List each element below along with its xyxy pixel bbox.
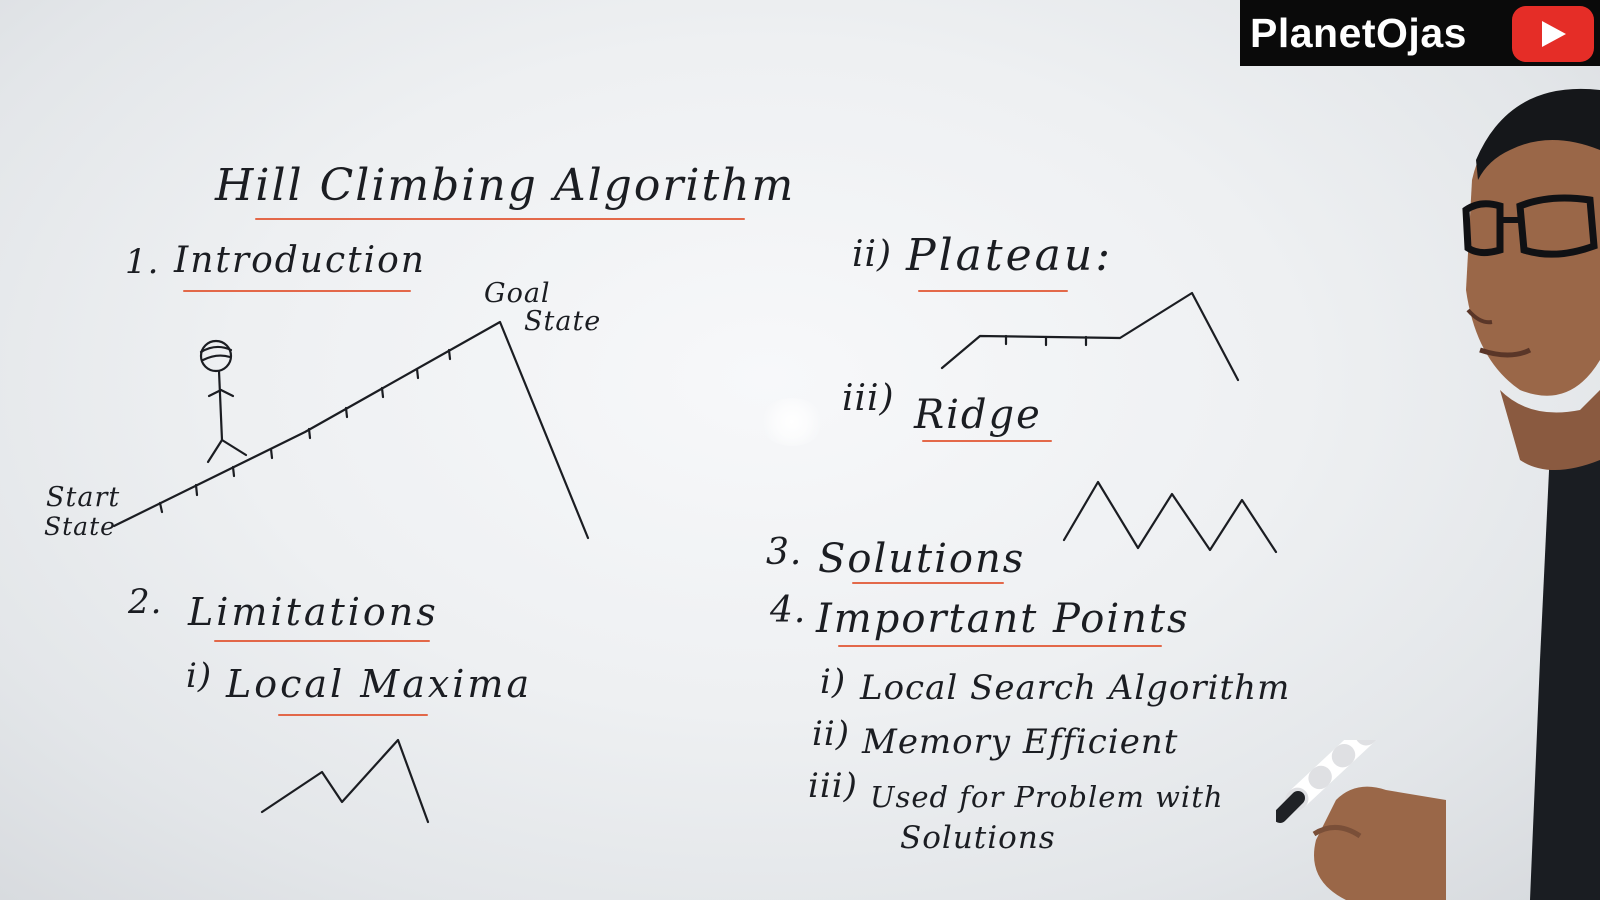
start-label: Start [46,482,121,513]
introduction-heading: Introduction [174,240,426,281]
stick-figure-sketch [199,339,248,464]
point-local-search: Local Search Algorithm [860,668,1291,708]
start-state-label: State [44,512,116,541]
limit-number: iii) [842,378,895,419]
section-number: 2. [128,582,163,622]
point-number: iii) [808,766,858,806]
point-solutions: Solutions [900,820,1056,856]
board-title: Hill Climbing Algorithm [215,160,796,211]
plateau-sketch [940,291,1240,382]
important-points-underline [838,645,1162,647]
limitations-heading: Limitations [188,590,439,634]
point-number: ii) [812,714,851,754]
point-memory-efficient: Memory Efficient [862,722,1179,762]
section-number: 4. [770,590,807,631]
intro-hill-sketch [112,320,590,540]
point-number: i) [820,662,847,702]
local-maxima-underline [278,714,428,716]
important-points-heading: Important Points [816,596,1190,642]
presenter [1462,88,1600,900]
channel-watermark: PlanetOjas [1240,0,1600,66]
point-used-for-problem: Used for Problem with [870,780,1224,814]
channel-name: PlanetOjas [1250,9,1467,56]
goal-label: Goal [484,278,551,309]
plateau-underline [918,290,1068,292]
solutions-heading: Solutions [818,536,1026,582]
limit-number: i) [186,656,213,696]
local-maxima-heading: Local Maxima [226,662,533,706]
ridge-heading: Ridge [914,392,1042,438]
youtube-play-icon [1512,6,1594,62]
introduction-underline [183,290,411,292]
solutions-underline [852,582,1004,584]
goal-state-label: State [524,306,602,337]
ridge-sketch [1062,480,1278,554]
section-number: 1. [125,242,160,282]
light-glare [760,398,824,446]
local-maxima-sketch [260,738,430,824]
limit-number: ii) [852,234,893,275]
hand-with-marker [1276,740,1446,900]
plateau-heading: Plateau: [906,230,1114,281]
title-underline [255,218,745,220]
section-number: 3. [766,532,803,573]
ridge-underline [922,440,1052,442]
limitations-underline [214,640,430,642]
